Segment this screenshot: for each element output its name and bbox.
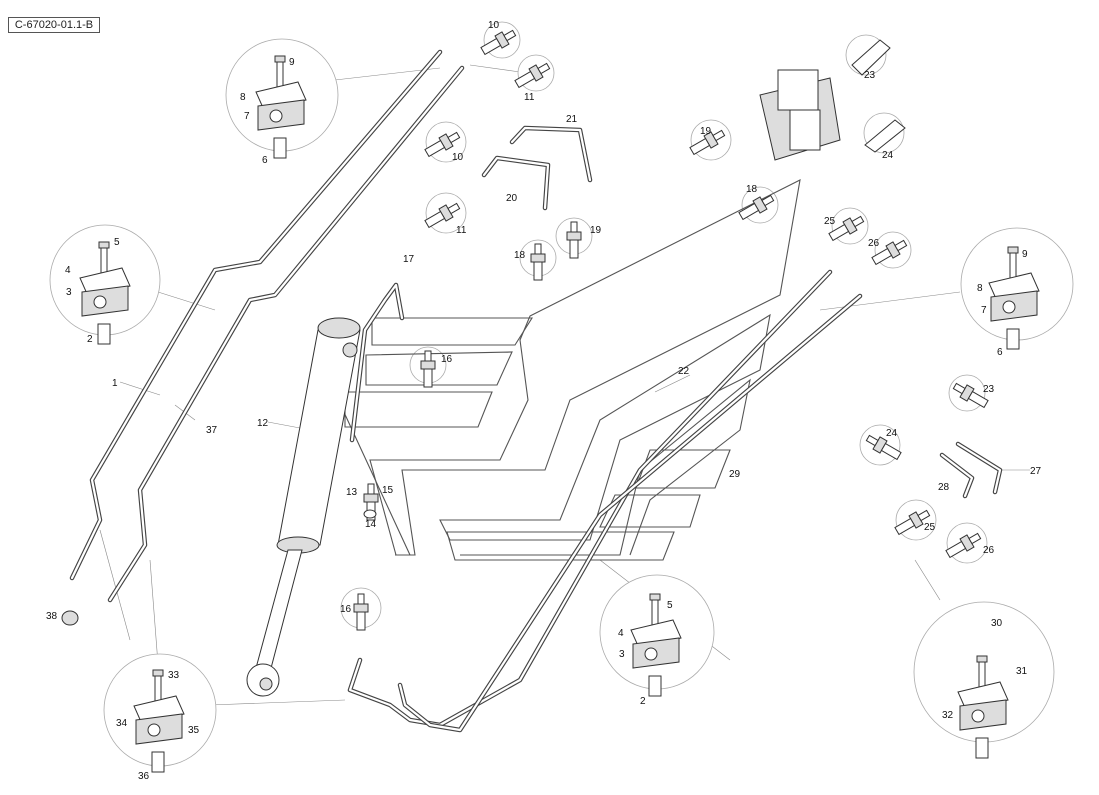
callout-c25a: 25 [824,216,836,227]
callout-c11a: 11 [524,92,535,103]
callout-c2a: 2 [87,334,93,345]
drawing-reference: C-67020-01.1-B [8,17,100,33]
callout-c7b: 7 [981,305,987,316]
callout-c5b: 5 [667,600,673,611]
callout-c19b: 19 [700,126,712,137]
pipe-lines [69,49,1003,733]
callout-c23a: 23 [864,70,876,81]
callout-c8b: 8 [977,283,983,294]
callout-c28: 28 [938,482,950,493]
callout-c14: 14 [365,519,377,530]
callout-c6a: 6 [262,155,268,166]
callout-c18a: 18 [514,250,526,261]
callout-c4b: 4 [618,628,624,639]
callout-c24a: 24 [882,150,894,161]
callout-c2b: 2 [640,696,646,707]
callout-c33: 33 [168,670,180,681]
callout-c38: 38 [46,611,58,622]
callout-c27: 27 [1030,466,1042,477]
callout-c20: 20 [506,193,518,204]
callout-c30: 30 [991,618,1003,629]
callout-c3a: 3 [66,287,72,298]
callout-c9a: 9 [289,57,295,68]
callout-c11b: 11 [456,225,467,236]
control-valve-block [759,69,841,161]
callout-c25b: 25 [924,522,936,533]
fittings [61,26,991,631]
callout-c7a: 7 [244,111,250,122]
callout-c32: 32 [942,710,954,721]
leader-lines [99,64,1030,706]
callout-c3b: 3 [619,649,625,660]
manifold-outline [335,179,801,561]
callout-c26b: 26 [983,545,995,556]
callout-c18b: 18 [746,184,758,195]
callout-c5a: 5 [114,237,120,248]
callout-c24b: 24 [886,428,898,439]
detail-circles [49,21,1074,767]
callout-c16b: 16 [340,604,352,615]
callout-c26a: 26 [868,238,880,249]
callout-c31: 31 [1016,666,1028,677]
callout-c21: 21 [566,114,578,125]
callout-c29: 29 [729,469,741,480]
clamp-sets [79,55,1040,773]
callout-c35: 35 [188,725,200,736]
callout-c13: 13 [346,487,358,498]
callout-c4a: 4 [65,265,71,276]
callout-c6b: 6 [997,347,1003,358]
hydraulic-cylinder [246,317,361,697]
callout-c12: 12 [257,418,269,429]
callout-c23b: 23 [983,384,995,395]
callout-c34: 34 [116,718,128,729]
callout-c19a: 19 [590,225,602,236]
callout-c9b: 9 [1022,249,1028,260]
callout-c36: 36 [138,771,150,782]
callout-c16a: 16 [441,354,453,365]
callout-c8a: 8 [240,92,246,103]
callout-c10a: 10 [488,20,500,31]
callout-c22: 22 [678,366,690,377]
callout-c15: 15 [382,485,394,496]
callout-c1: 1 [112,378,118,389]
callout-c10b: 10 [452,152,464,163]
callout-c17: 17 [403,254,415,265]
callout-c37: 37 [206,425,218,436]
